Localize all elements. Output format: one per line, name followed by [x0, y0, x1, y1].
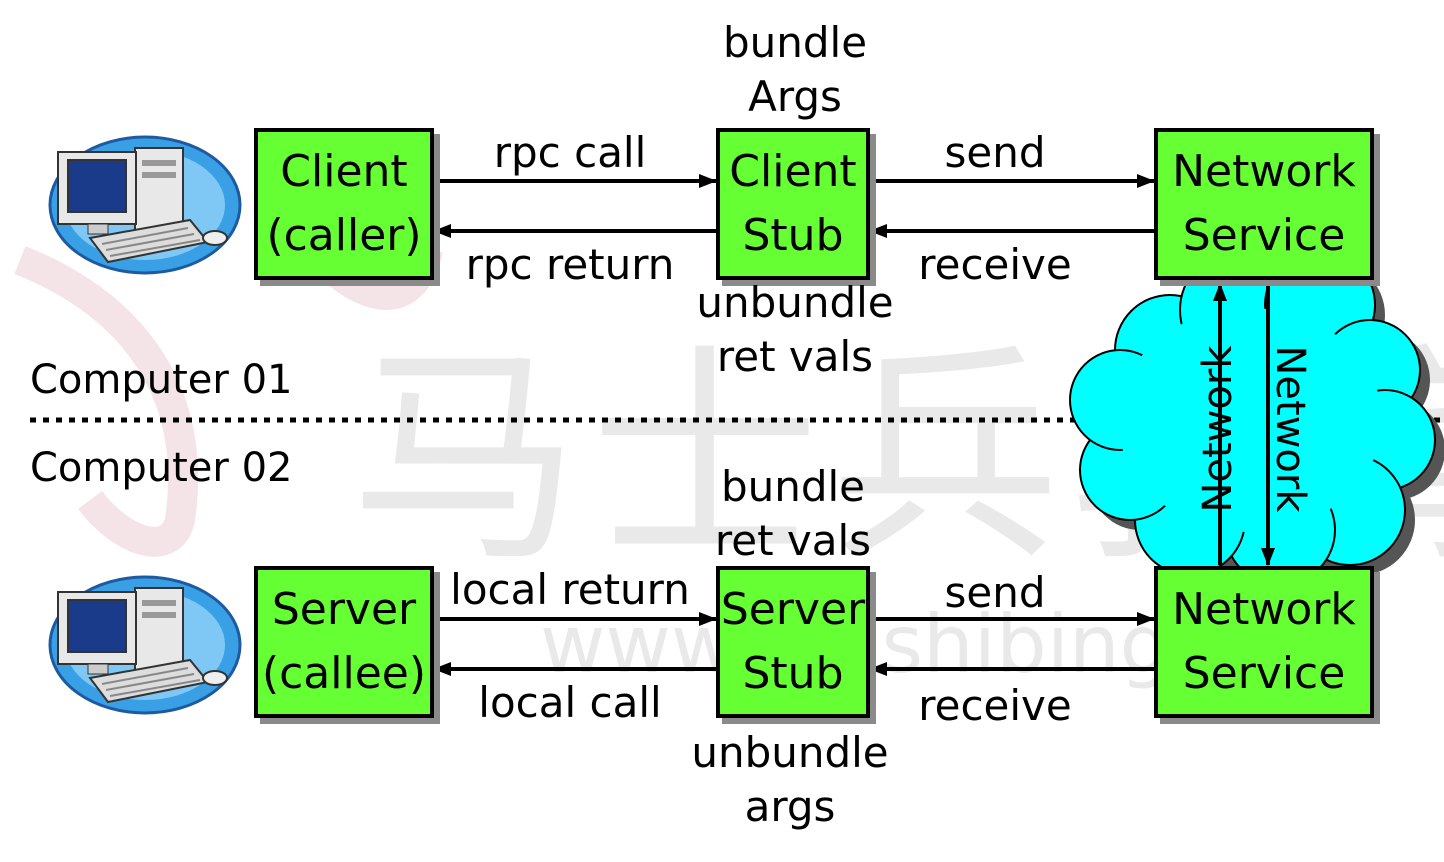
box-line: Stub [742, 648, 844, 699]
computer-01-label: Computer 01 [30, 357, 293, 403]
computer-icon [48, 135, 242, 275]
box-line: Server [271, 584, 417, 635]
receive-top-label: receive [918, 240, 1072, 289]
server-stub-box: Server Stub [716, 566, 870, 718]
box-line: Service [1182, 210, 1346, 261]
computer-02-label: Computer 02 [30, 445, 293, 491]
label-line: bundle [720, 462, 866, 511]
label-line: ret vals [716, 332, 874, 381]
client-caller-box: Client (caller) [254, 128, 434, 280]
network-service-bottom-box: Network Service [1154, 566, 1374, 718]
client-stub-box: Client Stub [716, 128, 870, 280]
network-down-label: Network [1267, 345, 1313, 513]
server-callee-box: Server (callee) [254, 566, 434, 718]
label-line: ret vals [714, 516, 872, 565]
box-line: Client [729, 146, 857, 197]
box-line: Client [280, 146, 408, 197]
rpc-call-label: rpc call [493, 128, 647, 177]
unbundle-ret-vals-label: unbundle ret vals [696, 276, 893, 384]
label-line: unbundle [691, 728, 889, 777]
box-line: Stub [742, 210, 844, 261]
local-return-label: local return [450, 565, 690, 614]
box-line: Server [720, 584, 866, 635]
bundle-args-label: bundle Args [723, 16, 867, 124]
box-line: Network [1172, 146, 1356, 197]
network-up-label: Network [1195, 345, 1241, 513]
send-top-label: send [944, 128, 1046, 177]
receive-bottom-label: receive [918, 681, 1072, 730]
box-line: (callee) [261, 648, 427, 699]
label-line: unbundle [696, 278, 894, 327]
box-line: Service [1182, 648, 1346, 699]
box-line: (caller) [266, 210, 422, 261]
send-bottom-label: send [944, 568, 1046, 617]
network-service-top-box: Network Service [1154, 128, 1374, 280]
rpc-return-label: rpc return [465, 240, 675, 289]
label-line: Args [748, 72, 842, 121]
unbundle-args-label: unbundle args [691, 726, 888, 834]
computer-icon [48, 575, 242, 715]
bundle-ret-vals-label: bundle ret vals [715, 460, 871, 568]
local-call-label: local call [478, 678, 662, 727]
label-line: bundle [722, 18, 868, 67]
box-line: Network [1172, 584, 1356, 635]
label-line: args [744, 782, 836, 831]
